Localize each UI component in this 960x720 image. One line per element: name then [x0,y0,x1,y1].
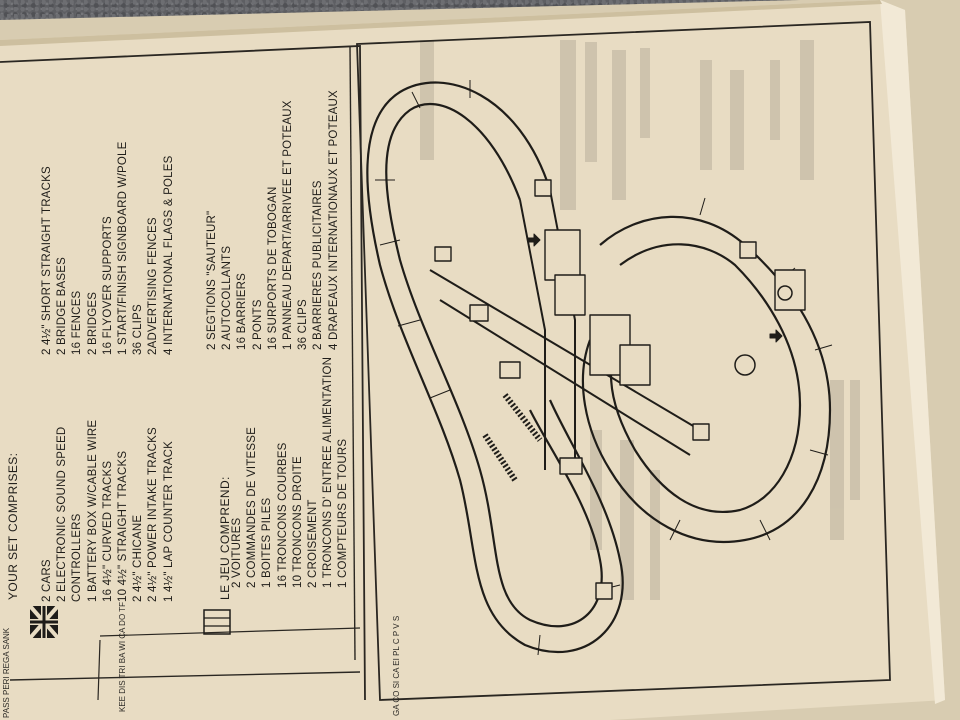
list-item: 1 4½" LAP COUNTER TRACK [162,440,175,602]
list-item: 16 BARRIERS [236,273,249,350]
edge-label: TRI [118,665,127,679]
edge-label: PASS [2,697,11,718]
list-item: 2ADVERTISING FENCES [147,217,160,355]
list-item: 10 4½" STRAIGHT TRACKS [117,450,130,602]
list-item: 2 BRIDGES [86,291,99,355]
list-item: 2 SEGTIONS "SAUTEUR" [206,210,218,350]
edge-label: S [392,615,401,622]
edge-label: PERI [2,676,11,696]
edge-label: C [392,638,401,645]
edge-label-column-c: GA CO SI CA EI PL C P V S [392,616,401,716]
list-item: 16 TRONCONS COURBES [276,442,289,588]
list-item: 10 TRONCONS DROITE [291,456,304,588]
edge-label: WI [118,640,127,651]
edge-label-column-b: KEE DIS TRI BA WI CA DO TF [118,602,127,712]
english-list-left: 2 CARS 2 ELECTRONIC SOUND SPEED CONTROLL… [40,420,177,602]
list-item: 16 4½" CURVED TRACKS [101,460,114,602]
list-item: 4 DRAPEAUX INTERNATIONAUX ET POTEAUX [327,90,340,350]
list-item: 2 ELECTRONIC SOUND SPEED [56,426,69,602]
list-item: 1 START/FINISH SIGNBOARD W/POLE [117,141,130,355]
list-item: 1 PANNEAU DEPART/ARRIVEE ET POTEAUX [282,100,295,350]
uk-flag-icon [28,604,60,640]
edge-label: TF [118,601,127,612]
edge-label: EI [392,658,401,666]
list-item: 1 BATTERY BOX W/CABLE WIRE [86,419,99,602]
english-list-heading: YOUR SET COMPRISES: [6,452,20,600]
france-flag-icon [203,609,231,635]
french-list-left: 2 VOITURES 2 COMMANDES DE VITESSE 1 BOIT… [230,357,352,588]
list-item: 16 SURPORTS DE TOBOGAN [266,186,279,350]
list-item: 2 COMMANDES DE VITESSE [246,427,259,588]
race-track-illustration [366,80,833,656]
edge-label: CO [392,690,401,703]
list-item: 1 COMPTEURS DE TOURS [337,438,350,588]
list-item: 2 VOITURES [231,517,243,588]
edge-label: BA [118,652,127,664]
list-item: 1 TRONCONS D' ENTREE ALIMENTATION [322,356,335,588]
list-item: 16 FLYOVER SUPPORTS [101,216,114,355]
edge-label: PL [392,646,401,656]
edge-label-column-a: PASS PERI REGA SANK [2,628,11,718]
list-item: 2 4½" SHORT STRAIGHT TRACKS [41,166,53,355]
english-list-right: 2 4½" SHORT STRAIGHT TRACKS 2 BRIDGE BAS… [40,142,177,355]
edge-label: GA [392,704,401,716]
french-list-right: 2 SEGTIONS "SAUTEUR" 2 AUTOCOLLANTS 16 B… [205,90,342,350]
list-item: 1 BOITES PILES [261,497,274,588]
list-item: CONTROLLERS [71,513,84,602]
list-item: 2 BRIDGE BASES [56,256,69,355]
edge-label: DIS [118,680,127,694]
edge-label: KEE [118,695,127,712]
edge-label: V [392,623,401,629]
edge-label: P [392,630,401,637]
list-item: 2 CARS [41,559,53,602]
list-item: 2 4½" CHICANE [132,514,145,602]
edge-label: REGA [2,651,11,675]
list-item: 2 CROISEMENT [307,499,320,588]
list-item: 2 BARRIERES PUBLICITAIRES [312,180,325,350]
edge-label: SI [392,680,401,689]
list-item: 2 AUTOCOLLANTS [221,245,234,350]
list-item: 2 PONTS [251,299,264,350]
list-item: 16 FENCES [71,290,84,355]
list-item: 36 CLIPS [297,299,310,350]
edge-label: CA [118,628,127,639]
list-item: 4 INTERNATIONAL FLAGS & POLES [162,155,175,355]
list-item: 36 CLIPS [132,304,145,355]
edge-label: CA [392,667,401,679]
edge-label: SANK [2,627,11,650]
list-item: 2 4½" POWER INTAKE TRACKS [147,427,160,602]
edge-label: DO [118,613,127,626]
